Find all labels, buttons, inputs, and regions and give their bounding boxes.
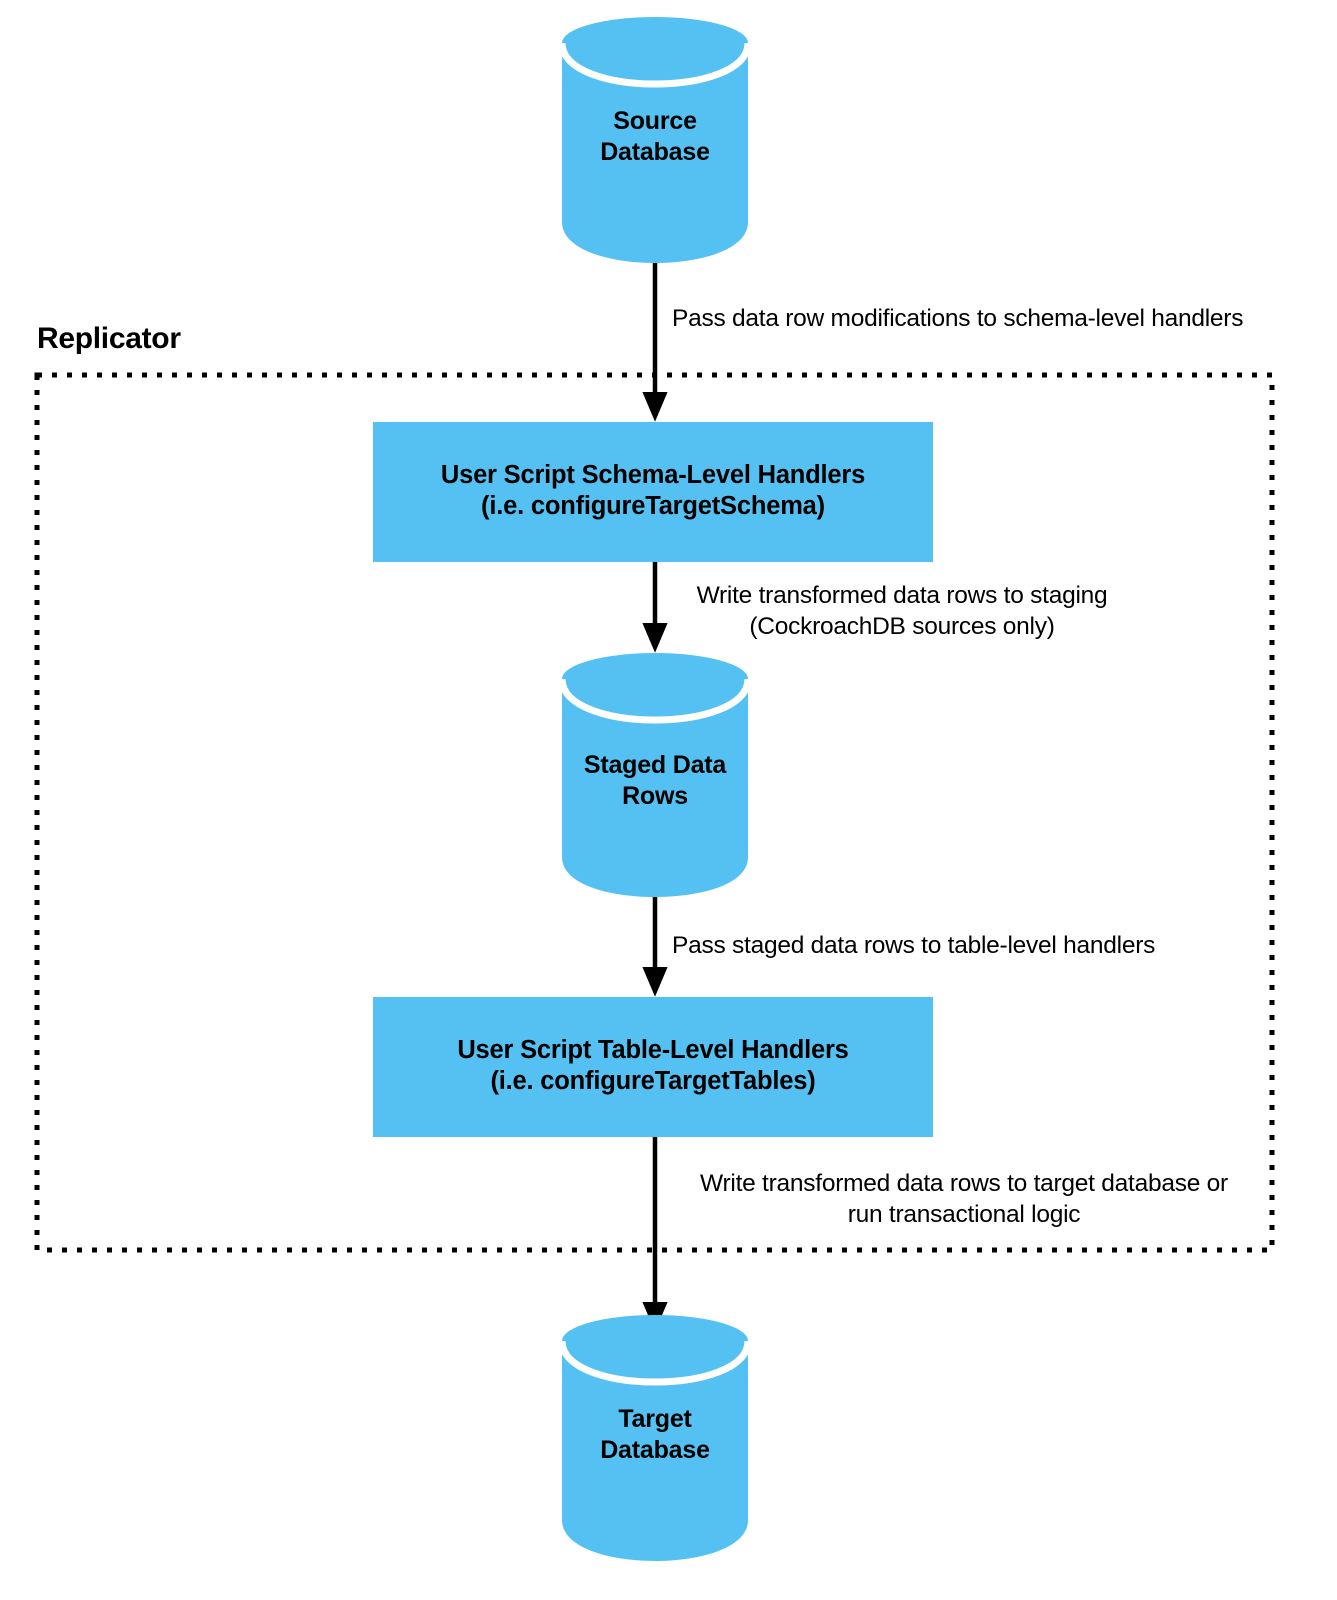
edge-label-source-to-schema-handlers: Pass data row modifications to schema-le… xyxy=(672,305,1244,332)
replicator-group-title: Replicator xyxy=(37,322,181,355)
source-database-cylinder-top xyxy=(562,17,748,69)
node-source-database[interactable] xyxy=(558,17,752,263)
edge-label-staged-to-table-handlers: Pass staged data rows to table-level han… xyxy=(672,932,1156,959)
edge-label-schema-handlers-to-staged: Write transformed data rows to staging (… xyxy=(696,582,1108,641)
staged-data-rows-cylinder-top xyxy=(562,653,748,705)
target-database-cylinder-top xyxy=(562,1315,748,1367)
node-staged-data-rows[interactable] xyxy=(558,653,752,897)
staged-data-rows-cylinder-seam xyxy=(558,678,752,724)
node-table-level-handlers[interactable] xyxy=(373,997,933,1137)
node-schema-level-handlers[interactable] xyxy=(373,422,933,562)
node-target-database[interactable] xyxy=(558,1315,752,1561)
staged-data-rows-cylinder-body xyxy=(562,679,748,897)
edge-label-table-handlers-to-target: Write transformed data rows to target da… xyxy=(700,1170,1228,1229)
target-database-cylinder-body xyxy=(562,1341,748,1561)
source-database-cylinder-body xyxy=(562,43,748,263)
target-database-cylinder-seam xyxy=(558,1340,752,1386)
source-database-cylinder-seam xyxy=(558,42,752,88)
